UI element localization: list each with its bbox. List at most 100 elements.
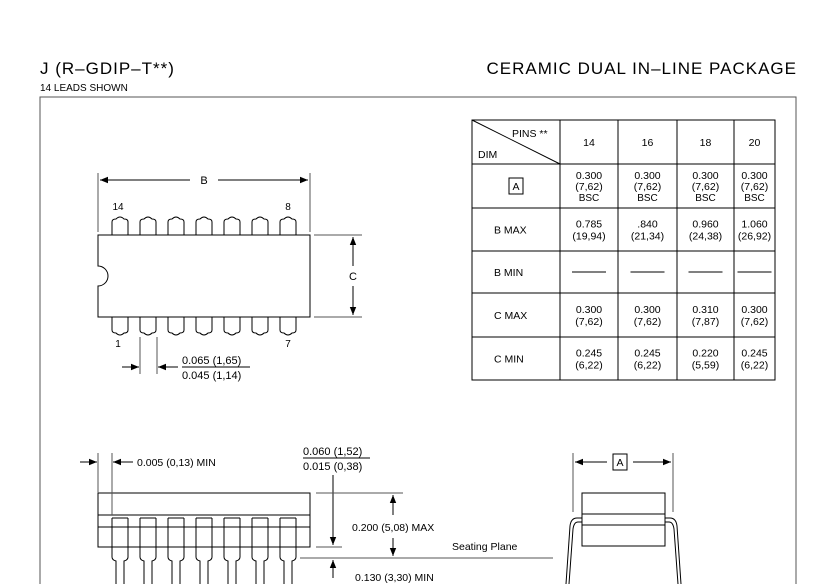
side-lead: [167, 518, 173, 584]
seating-plane-label: Seating Plane: [452, 541, 518, 553]
bottom-lead: [139, 317, 157, 336]
table-cell-value: (7,62): [741, 181, 768, 193]
table-cell-value: 0.300: [741, 304, 767, 316]
pin-1-label: 1: [115, 339, 121, 350]
table-cell-empty: —: [642, 267, 653, 279]
table-cell-value: (24,38): [689, 231, 722, 243]
drawing-frame: [39, 96, 797, 584]
pin-count-header: 20: [749, 137, 761, 149]
top-lead: [195, 216, 213, 235]
end-view: A: [565, 453, 682, 584]
table-cell-value: (5,59): [692, 360, 719, 372]
pitch-min: 0.045 (1,14): [182, 370, 241, 382]
row-label: B MIN: [494, 267, 523, 279]
bottom-lead: [223, 317, 241, 336]
row-label: C MAX: [494, 310, 527, 322]
side-lead: [195, 518, 201, 584]
table-cell-value: 0.300: [576, 304, 602, 316]
datum-box: [508, 177, 524, 195]
table-cell-value: BSC: [695, 193, 716, 204]
table-cell-value: 0.960: [692, 219, 718, 231]
table-cell-value: 0.245: [634, 348, 660, 360]
bottom-lead: [279, 317, 297, 336]
lead-width-max: 0.060 (1,52): [303, 446, 362, 458]
table-cell-value: (21,34): [631, 231, 664, 243]
side-lead: [111, 518, 117, 584]
side-view: 0.005 (0,13) MIN 0.060 (1,52) 0.015 (0,3…: [80, 446, 553, 584]
table-cell-value: (6,22): [634, 360, 661, 372]
side-lead: [251, 518, 257, 584]
table-cell-value: 0.245: [576, 348, 602, 360]
table-cell-empty: —: [700, 267, 711, 279]
package-body: [97, 234, 311, 318]
side-lead: [279, 518, 285, 584]
dim-a-label: A: [616, 457, 623, 469]
bottom-lead: [251, 317, 269, 336]
lead-width-min: 0.015 (0,38): [303, 461, 362, 473]
table-cell-value: (7,62): [634, 316, 661, 328]
side-lead: [139, 518, 145, 584]
dim-b-label: B: [200, 175, 207, 187]
table-cell-value: 0.300: [634, 170, 660, 182]
offset-min: 0.005 (0,13) MIN: [137, 457, 216, 469]
bottom-lead: [195, 317, 213, 336]
header-dim: DIM: [478, 149, 497, 161]
pitch-max: 0.065 (1,65): [182, 355, 241, 367]
top-lead: [167, 216, 185, 235]
table-cell-value: (7,62): [634, 181, 661, 193]
pin-7-label: 7: [285, 339, 291, 350]
table-cell-value: (7,62): [692, 181, 719, 193]
table-cell-value: .840: [637, 219, 658, 231]
pin-count-header: 16: [642, 137, 654, 149]
top-lead: [251, 216, 269, 235]
table-cell-value: (7,62): [575, 316, 602, 328]
table-cell-value: (6,22): [741, 360, 768, 372]
table-cell-value: 0.785: [576, 219, 602, 231]
pin-count-header: 18: [700, 137, 712, 149]
standoff-min: 0.130 (3,30) MIN: [355, 572, 434, 584]
table-cell-value: 0.300: [634, 304, 660, 316]
package-title: CERAMIC DUAL IN–LINE PACKAGE: [487, 59, 797, 78]
table-cell-value: 0.220: [692, 348, 718, 360]
table-cell-value: BSC: [637, 193, 658, 204]
top-lead: [223, 216, 241, 235]
row-label: C MIN: [494, 354, 524, 366]
table-cell-empty: —: [584, 267, 595, 279]
table-cell-value: (6,22): [575, 360, 602, 372]
lead-left: [565, 517, 582, 584]
pin-14-label: 14: [112, 202, 124, 213]
table-cell-value: (7,62): [741, 316, 768, 328]
top-lead: [139, 216, 157, 235]
end-body: [581, 492, 666, 547]
top-view: B 14 8 1 7 C 0.065 (1,65) 0.045 (1,14): [97, 173, 362, 382]
table-cell-value: (7,87): [692, 316, 719, 328]
side-body: [97, 492, 311, 548]
table-cell-value: 0.300: [741, 170, 767, 182]
table-cell-value: (19,94): [572, 231, 605, 243]
height-max: 0.200 (5,08) MAX: [352, 522, 434, 534]
corner-diagonal: [471, 119, 561, 165]
table-cell-value: 0.310: [692, 304, 718, 316]
pin-8-label: 8: [285, 202, 291, 213]
top-lead: [111, 216, 129, 235]
table-cell-value: 0.245: [741, 348, 767, 360]
table-cell-value: 0.300: [576, 170, 602, 182]
table-cell-empty: —: [749, 267, 760, 279]
row-label: B MAX: [494, 225, 527, 237]
bottom-lead: [167, 317, 185, 336]
table-cell-value: BSC: [744, 193, 765, 204]
bottom-lead: [111, 317, 129, 336]
pin-count-header: 14: [583, 137, 595, 149]
lead-right: [665, 517, 682, 584]
table-cell-value: (26,92): [738, 231, 771, 243]
package-code: J (R–GDIP–T**): [40, 59, 175, 78]
top-lead: [279, 216, 297, 235]
side-lead: [223, 518, 229, 584]
table-cell-value: BSC: [579, 193, 600, 204]
table-cell-value: (7,62): [575, 181, 602, 193]
leads-shown-note: 14 LEADS SHOWN: [40, 83, 128, 94]
datum-a-box: [612, 453, 628, 471]
dim-c-label: C: [349, 271, 357, 283]
